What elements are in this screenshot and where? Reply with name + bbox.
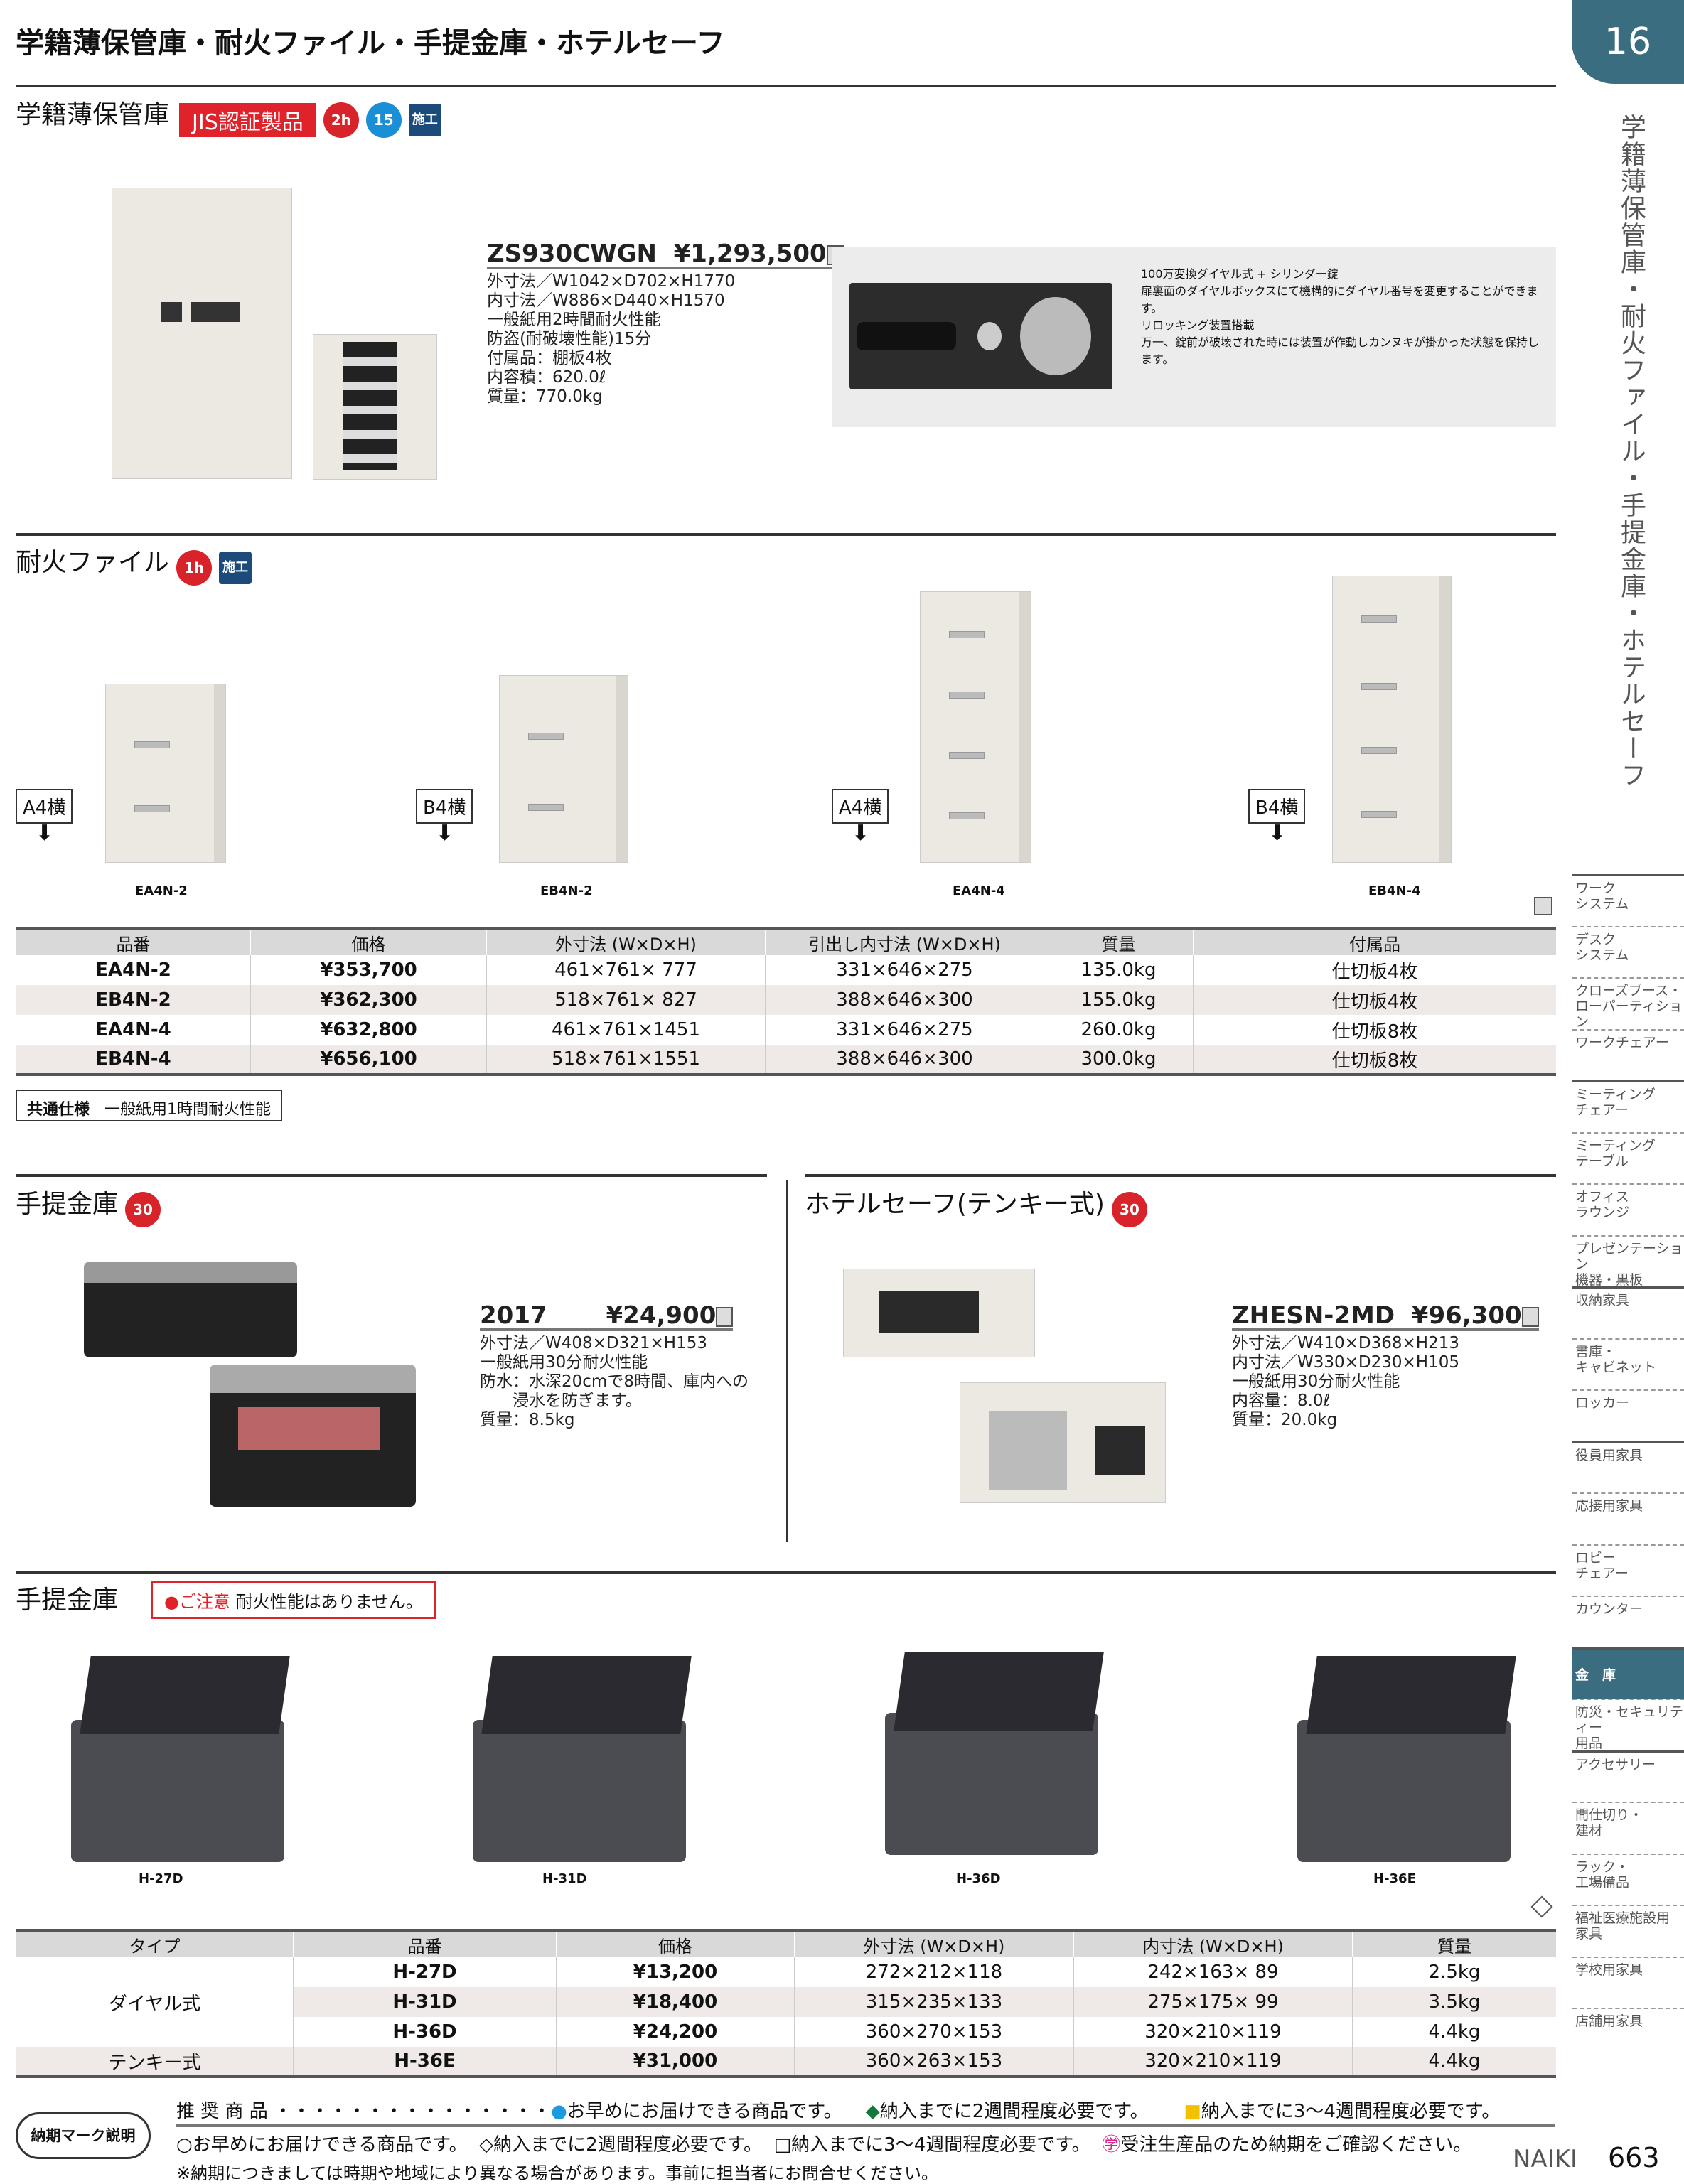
side-nav-item[interactable]: オフィスラウンジ [1572, 1183, 1684, 1235]
fire-30-icon: 30 [1111, 1191, 1147, 1227]
brand: NAIKI [1513, 2145, 1578, 2173]
product-caption: H-36D [956, 1871, 1001, 1886]
side-nav-item[interactable]: 福祉医療施設用家具 [1572, 1905, 1684, 1957]
page-number: 663 [1608, 2142, 1660, 2173]
side-nav-item[interactable]: ミーティングテーブル [1572, 1131, 1684, 1184]
side-title: 学籍薄保管庫・耐火ファイル・手提金庫・ホテルセーフ [1616, 114, 1646, 789]
side-nav-item[interactable]: 書庫・キャビネット [1572, 1338, 1684, 1390]
side-nav-item[interactable]: 応接用家具 [1572, 1492, 1684, 1544]
product-image-zhesn [843, 1269, 1035, 1357]
side-nav-item[interactable]: 間仕切り・建材 [1572, 1802, 1684, 1854]
section-header-cashbox: 手提金庫 [16, 1586, 119, 1615]
product-image-open [313, 334, 437, 480]
side-nav-item[interactable]: カウンター [1572, 1596, 1684, 1647]
side-nav-item[interactable]: 収納家具 [1572, 1286, 1684, 1338]
side-nav-item[interactable]: 役員用家具 [1572, 1441, 1684, 1493]
product-image-ea4n-4 [920, 591, 1031, 863]
feature-text: 100万変換ダイヤル式 + シリンダー錠扉裏面のダイヤルボックスにて機構的にダイ… [1141, 267, 1540, 366]
product-caption: EB4N-4 [1368, 883, 1421, 898]
side-nav-item[interactable]: クローズブース・ローパーティション [1572, 977, 1684, 1030]
fire-1h-icon: 1h [176, 549, 213, 586]
product-image-h-36e [1297, 1720, 1511, 1862]
burglary-15-icon: 15 [365, 102, 402, 138]
lock-image [849, 283, 1112, 389]
product-image-zhesn-open [960, 1382, 1166, 1503]
product-image-eb4n-2 [499, 675, 628, 863]
fire-30-icon: 30 [125, 1191, 161, 1227]
common-spec: 共通仕様 一般紙用1時間耐火性能 [16, 1090, 282, 1121]
fire-file-table: 品番価格外寸法 (W×D×H)引出し内寸法 (W×D×H)質量付属品 EA4N-… [16, 927, 1556, 1076]
product-image-2017-open [210, 1365, 416, 1507]
product-caption: EB4N-2 [540, 883, 593, 898]
size-label: A4横 [832, 789, 889, 824]
side-nav-item[interactable]: ロビーチェアー [1572, 1544, 1684, 1596]
delivery-mark-icon [1521, 1306, 1539, 1327]
side-nav-item[interactable]: ワークチェアー [1572, 1028, 1684, 1081]
product-caption: H-31D [542, 1871, 587, 1886]
delivery-mark-icon [1534, 897, 1552, 915]
delivery-diamond-icon [1530, 1895, 1553, 1918]
product-image-h-31d [473, 1720, 686, 1862]
size-label: B4横 [1248, 789, 1306, 824]
product-image-h-36d [885, 1713, 1098, 1855]
product-image-2017 [84, 1262, 297, 1357]
installation-icon: 施工 [408, 103, 441, 136]
side-nav-item[interactable]: 防災・セキュリティー用品 [1572, 1699, 1684, 1751]
side-nav-item[interactable]: ワークシステム [1572, 874, 1684, 926]
jis-badge: JIS認証製品 [179, 102, 316, 137]
arrow-down-icon: ⬇ [436, 821, 454, 846]
product-image-ea4n-2 [105, 684, 226, 863]
side-nav-item[interactable]: 学校用家具 [1572, 1956, 1684, 2008]
side-nav-item[interactable]: プレゼンテーション機器・黒板 [1572, 1234, 1684, 1287]
product-caption: EA4N-2 [135, 883, 188, 898]
section-title: 学籍薄保管庫 [16, 100, 170, 129]
product-image-zs930cwgn [112, 188, 292, 479]
size-label: A4横 [16, 789, 73, 824]
side-nav-item[interactable]: ラック・工場備品 [1572, 1853, 1684, 1905]
fire-2h-icon: 2h [323, 102, 359, 138]
installation-icon: 施工 [219, 551, 252, 584]
legend: 推 奨 商 品 ・・・・・・・・・・・・・・・●お早めにお届けできる商品です。 … [176, 2097, 1555, 2184]
divider [786, 1180, 788, 1542]
product-image-h-27d [71, 1720, 284, 1862]
side-nav-item[interactable]: ミーティングチェアー [1572, 1080, 1684, 1132]
delivery-mark-icon [716, 1306, 734, 1327]
divider [16, 85, 1556, 87]
page-title: 学籍薄保管庫・耐火ファイル・手提金庫・ホテルセーフ [16, 27, 725, 60]
side-nav-item[interactable]: 店舗用家具 [1572, 2008, 1684, 2060]
arrow-down-icon: ⬇ [1268, 821, 1287, 846]
product-caption: EA4N-4 [953, 883, 1005, 898]
legend-label: 納期マーク説明 [16, 2112, 151, 2159]
spec-zs930cwgn: ZS930CWGN ¥1,293,500 外寸法／W1042×D702×H177… [487, 242, 844, 407]
arrow-down-icon: ⬇ [852, 821, 870, 846]
side-nav-item[interactable]: アクセサリー [1572, 1750, 1684, 1802]
size-label: B4横 [416, 789, 473, 824]
side-nav-item[interactable]: 金 庫 [1572, 1647, 1684, 1699]
side-nav-item[interactable]: ロッカー [1572, 1389, 1684, 1441]
chapter-tab[interactable]: 16 [1572, 0, 1684, 84]
notice-box: ●ご注意 耐火性能はありません。 [151, 1581, 436, 1619]
arrow-down-icon: ⬇ [36, 821, 54, 846]
product-caption: H-27D [139, 1871, 183, 1886]
side-nav-item[interactable]: デスクシステム [1572, 925, 1684, 978]
section-header-hotel-safe: ホテルセーフ(テンキー式)30 [805, 1183, 1147, 1227]
product-caption: H-36E [1373, 1871, 1416, 1886]
product-image-eb4n-4 [1332, 576, 1452, 863]
